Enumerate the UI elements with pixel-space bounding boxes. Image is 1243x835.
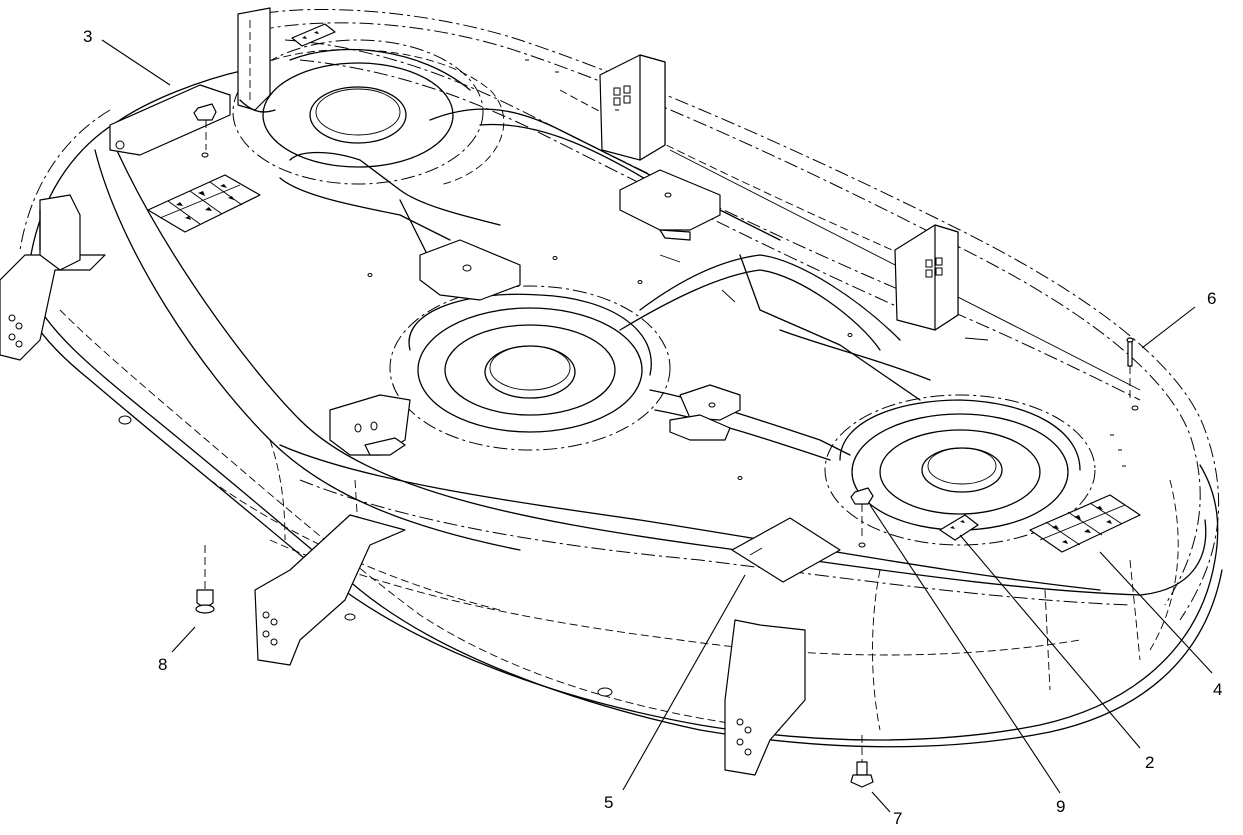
decal-left-warning [147,174,261,233]
spindle-center [389,285,671,451]
hanger-brackets [0,84,806,776]
rear-uprights [599,54,959,331]
decal-right-warning [1029,494,1141,553]
pin-item-6 [1126,337,1134,400]
callout-5: 5 [604,793,613,812]
callout-2: 2 [1145,753,1154,772]
nut-right [850,487,874,540]
callout-6: 6 [1207,289,1216,308]
decal-small-top [291,23,336,47]
callout-4: 4 [1213,680,1222,699]
callout-labels: 3 6 8 4 2 5 9 7 [83,27,1222,828]
bolt-left-top [193,103,217,150]
callout-8: 8 [158,655,167,674]
left-rear-post [237,7,276,113]
callout-7: 7 [893,809,902,828]
callout-9: 9 [1056,797,1065,816]
deck-holes [118,59,1139,697]
bolt-item-7 [850,735,874,788]
spindle-right [824,394,1096,546]
rear-rail [284,39,1141,401]
decal-info-plate [731,517,841,583]
callout-leaders [101,39,1213,813]
carriage-bolt-item-8 [195,545,215,614]
top-brackets [329,169,741,456]
spindle-left [232,39,505,186]
decal-small-right [939,514,979,541]
callout-3: 3 [83,27,92,46]
